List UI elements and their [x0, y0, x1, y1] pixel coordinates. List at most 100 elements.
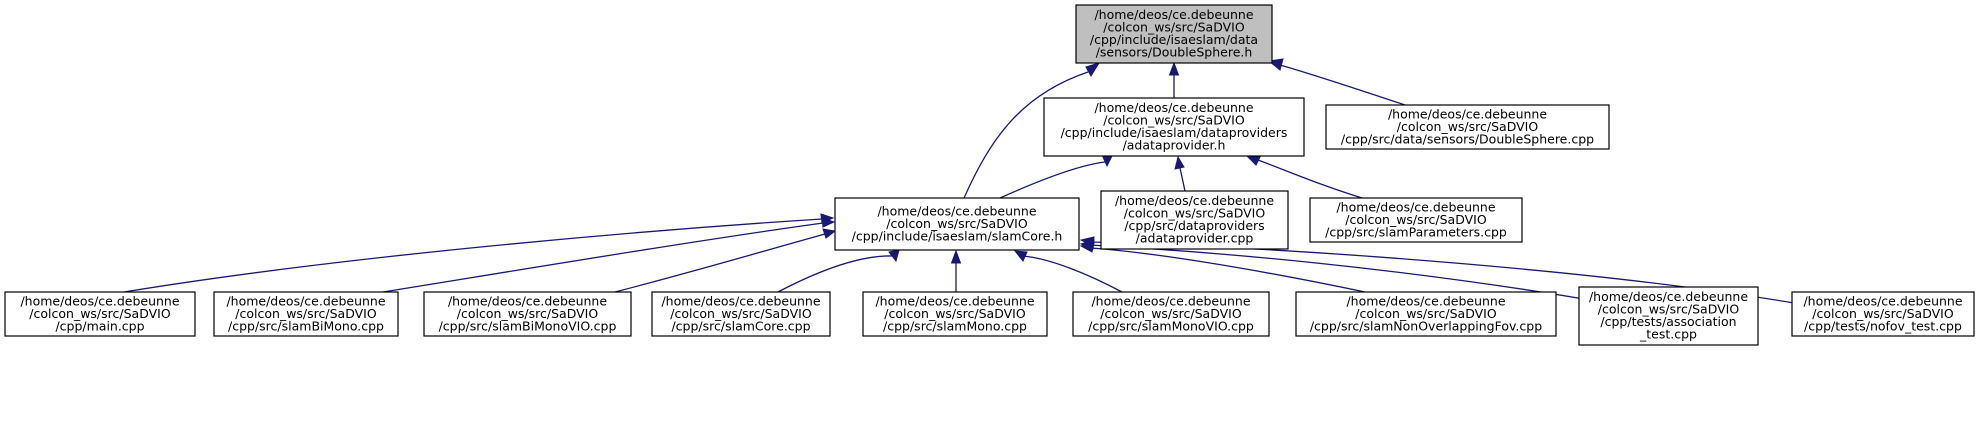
- node-label-line: /cpp/src/slamMonoVIO.cpp: [1088, 318, 1254, 333]
- node-label-line: /colcon_ws/src/SaDVIO: [886, 216, 1028, 231]
- node-box: [1043, 97, 1305, 157]
- node-label-line: /cpp/src/slamMono.cpp: [883, 318, 1027, 333]
- node-label-line: /cpp/include/isaeslam/slamCore.h: [852, 228, 1063, 243]
- node-root: /home/deos/ce.debeunne/colcon_ws/src/SaD…: [1075, 4, 1273, 64]
- node-box: [1578, 286, 1759, 346]
- node-label-line: /colcon_ws/src/SaDVIO: [1598, 302, 1740, 317]
- node-box: [1075, 4, 1273, 64]
- node-label-line: /cpp/tests/nofov_test.cpp: [1804, 318, 1962, 333]
- edge-main_cpp-to-slamcore_h: [123, 213, 835, 293]
- node-label-line: /colcon_ws/src/SaDVIO: [1124, 206, 1266, 221]
- edges-layer: [123, 58, 1801, 305]
- node-slamparameters-cpp[interactable]: /home/deos/ce.debeunne/colcon_ws/src/SaD…: [1309, 197, 1523, 243]
- node-label-line: /colcon_ws/src/SaDVIO: [1100, 306, 1242, 321]
- edge-line: [1179, 167, 1186, 192]
- nodes-layer: /home/deos/ce.debeunne/colcon_ws/src/SaD…: [4, 4, 1975, 346]
- node-main-cpp[interactable]: /home/deos/ce.debeunne/colcon_ws/src/SaD…: [4, 291, 196, 337]
- edge-line: [1279, 64, 1406, 106]
- node-label-line: /cpp/src/slamParameters.cpp: [1325, 224, 1507, 239]
- node-box: [4, 291, 196, 337]
- node-label-line: /cpp/src/slamNonOverlappingFov.cpp: [1310, 318, 1542, 333]
- node-label-line: /home/deos/ce.debeunne: [1094, 7, 1253, 22]
- arrowhead-icon: [1013, 250, 1028, 262]
- node-box: [1309, 197, 1523, 243]
- node-label-line: /cpp/main.cpp: [55, 318, 144, 333]
- node-label-line: /home/deos/ce.debeunne: [1589, 289, 1748, 304]
- node-box: [651, 291, 831, 337]
- node-label-line: /home/deos/ce.debeunne: [1091, 293, 1250, 308]
- node-slammonovio-cpp[interactable]: /home/deos/ce.debeunne/colcon_ws/src/SaD…: [1072, 291, 1270, 337]
- node-label-line: /colcon_ws/src/SaDVIO: [29, 306, 171, 321]
- edge-slamcore_h-to-adataprovider_h: [999, 155, 1113, 199]
- node-label-line: /adataprovider.h: [1123, 138, 1226, 153]
- node-slamcore-h[interactable]: /home/deos/ce.debeunne/colcon_ws/src/SaD…: [834, 197, 1080, 251]
- edge-slamcore_h-to-root: [963, 62, 1101, 199]
- arrowhead-icon: [822, 228, 837, 239]
- node-label-line: /adataprovider.cpp: [1136, 231, 1254, 246]
- node-label-line: /cpp/include/isaeslam/data: [1090, 32, 1258, 47]
- arrowhead-icon: [950, 249, 962, 264]
- node-label-line: /cpp/src/slamBiMono.cpp: [228, 318, 384, 333]
- edge-slamcore_cpp-to-slamcore_h: [777, 249, 900, 293]
- node-box: [1072, 291, 1270, 337]
- node-box: [834, 197, 1080, 251]
- node-slamnonoverlapping-cpp[interactable]: /home/deos/ce.debeunne/colcon_ws/src/SaD…: [1295, 291, 1557, 337]
- node-association-test-cpp[interactable]: /home/deos/ce.debeunne/colcon_ws/src/SaD…: [1578, 286, 1759, 346]
- node-box: [1295, 291, 1557, 337]
- node-adataprovider-cpp[interactable]: /home/deos/ce.debeunne/colcon_ws/src/SaD…: [1100, 190, 1289, 250]
- node-adataprovider-h[interactable]: /home/deos/ce.debeunne/colcon_ws/src/SaD…: [1043, 97, 1305, 157]
- node-label-line: /home/deos/ce.debeunne: [20, 293, 179, 308]
- node-label-line: /home/deos/ce.debeunne: [1115, 193, 1274, 208]
- node-nofov-test-cpp[interactable]: /home/deos/ce.debeunne/colcon_ws/src/SaD…: [1791, 291, 1975, 337]
- node-label-line: /home/deos/ce.debeunne: [661, 293, 820, 308]
- edge-line: [963, 71, 1089, 199]
- node-label-line: /cpp/src/data/sensors/DoubleSphere.cpp: [1341, 131, 1594, 146]
- edge-slambimono_cpp-to-slamcore_h: [382, 217, 836, 293]
- node-label-line: /colcon_ws/src/SaDVIO: [1397, 119, 1539, 134]
- node-label-line: /home/deos/ce.debeunne: [1388, 106, 1547, 121]
- node-label-line: /cpp/src/slamCore.cpp: [671, 318, 810, 333]
- node-box: [862, 291, 1048, 337]
- edge-line: [999, 161, 1106, 199]
- edge-line: [382, 222, 824, 293]
- node-label-line: /cpp/src/dataproviders: [1124, 218, 1264, 233]
- edge-slammonovio_cpp-to-slamcore_h: [1013, 250, 1123, 293]
- arrowhead-icon: [821, 217, 836, 228]
- node-label-line: /colcon_ws/src/SaDVIO: [1355, 306, 1497, 321]
- edge-slammono_cpp-to-slamcore_h: [950, 249, 962, 292]
- node-label-line: /colcon_ws/src/SaDVIO: [1812, 306, 1954, 321]
- node-label-line: /colcon_ws/src/SaDVIO: [670, 306, 812, 321]
- node-label-line: /home/deos/ce.debeunne: [226, 293, 385, 308]
- node-label-line: /home/deos/ce.debeunne: [875, 293, 1034, 308]
- edge-line: [1021, 255, 1123, 293]
- node-slammono-cpp[interactable]: /home/deos/ce.debeunne/colcon_ws/src/SaD…: [862, 291, 1048, 337]
- node-doublesphere-cpp[interactable]: /home/deos/ce.debeunne/colcon_ws/src/SaD…: [1325, 104, 1610, 150]
- node-box: [213, 291, 399, 337]
- node-label-line: /home/deos/ce.debeunne: [1803, 293, 1962, 308]
- node-label-line: /cpp/tests/association: [1600, 314, 1736, 329]
- node-label-line: /colcon_ws/src/SaDVIO: [1103, 113, 1245, 128]
- node-box: [1325, 104, 1610, 150]
- edge-slamnonoverlapping_cpp-to-slamcore_h: [1079, 242, 1366, 293]
- edge-line: [1089, 247, 1366, 293]
- node-slamcore-cpp[interactable]: /home/deos/ce.debeunne/colcon_ws/src/SaD…: [651, 291, 831, 337]
- node-label-line: /colcon_ws/src/SaDVIO: [1345, 212, 1487, 227]
- arrowhead-icon: [1085, 62, 1101, 77]
- edge-adataprovider_cpp-to-adataprovider_h: [1174, 155, 1186, 192]
- node-label-line: /colcon_ws/src/SaDVIO: [1103, 20, 1245, 35]
- node-label-line: /colcon_ws/src/SaDVIO: [235, 306, 377, 321]
- node-label-line: /colcon_ws/src/SaDVIO: [457, 306, 599, 321]
- node-label-line: /home/deos/ce.debeunne: [448, 293, 607, 308]
- node-box: [1791, 291, 1975, 337]
- node-slambimonovio-cpp[interactable]: /home/deos/ce.debeunne/colcon_ws/src/SaD…: [423, 291, 632, 337]
- edge-line: [123, 218, 823, 293]
- node-label-line: /sensors/DoubleSphere.h: [1096, 45, 1253, 60]
- node-slambimono-cpp[interactable]: /home/deos/ce.debeunne/colcon_ws/src/SaD…: [213, 291, 399, 337]
- arrowhead-icon: [1079, 236, 1095, 247]
- node-label-line: _test.cpp: [1639, 327, 1697, 342]
- arrowhead-icon: [1174, 155, 1185, 170]
- edge-adataprovider_h-to-root: [1168, 61, 1180, 98]
- edge-line: [777, 255, 894, 293]
- node-label-line: /colcon_ws/src/SaDVIO: [884, 306, 1026, 321]
